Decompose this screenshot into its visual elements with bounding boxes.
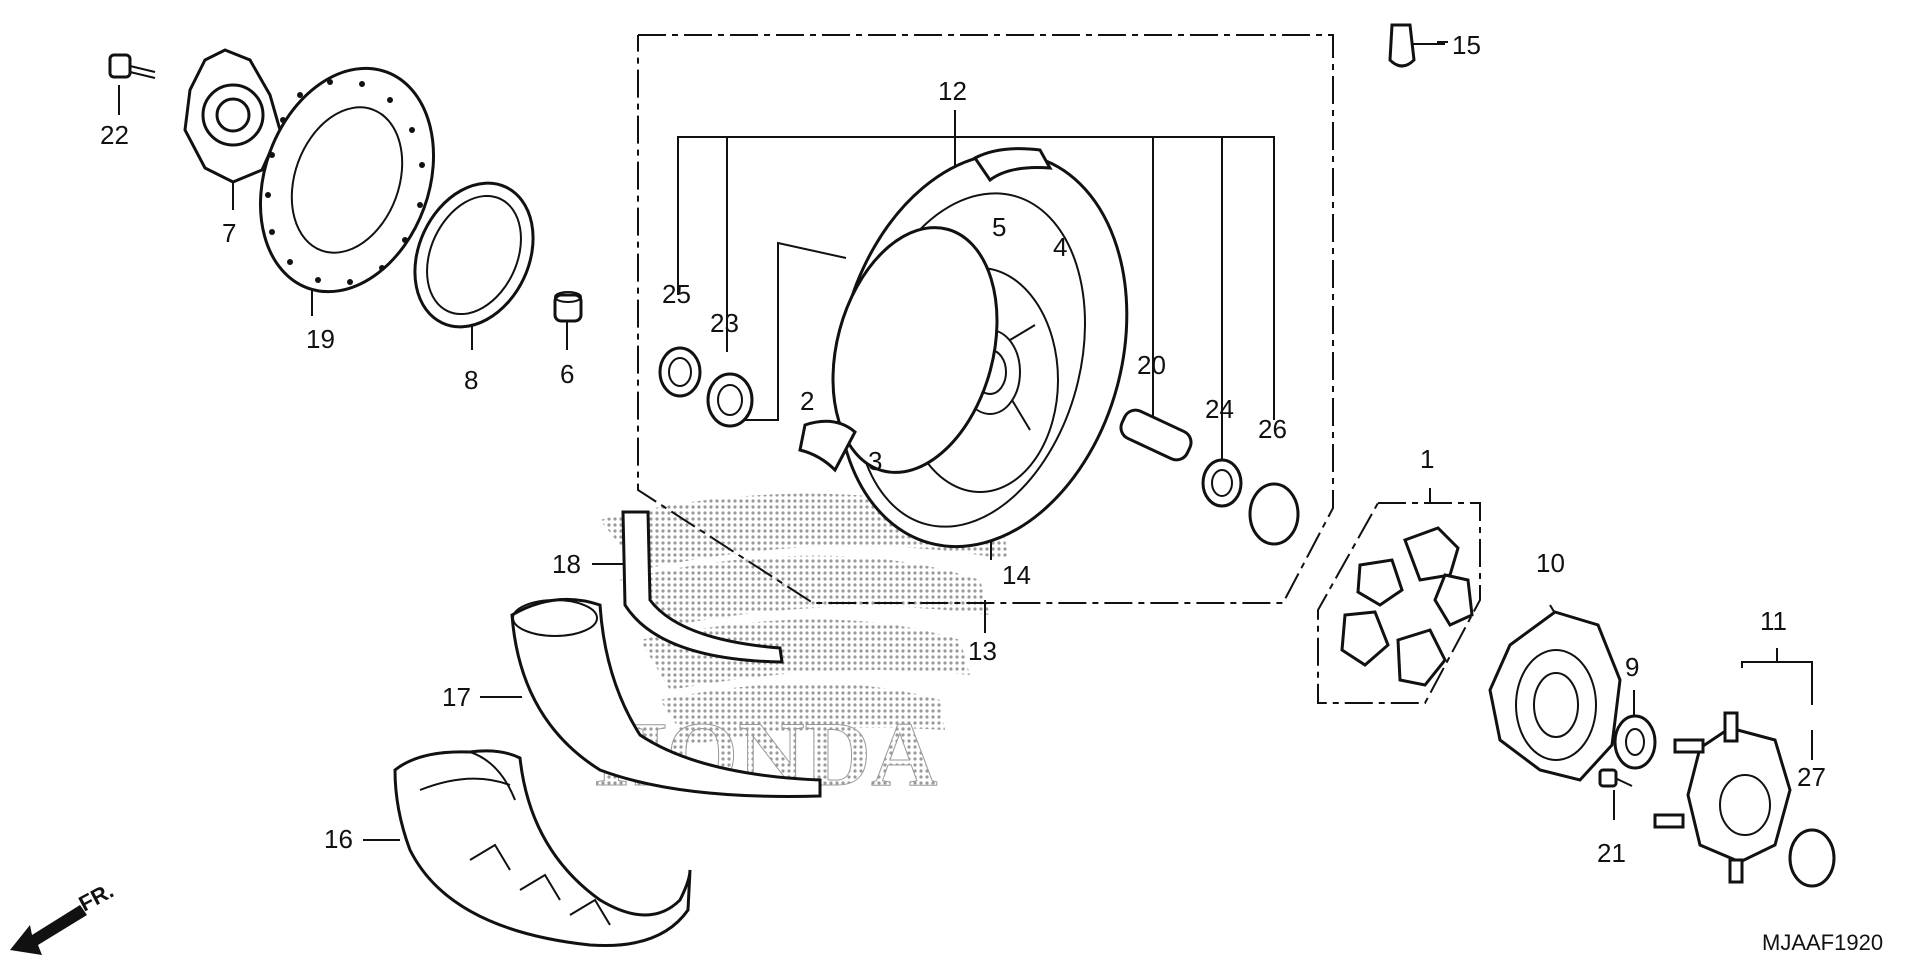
bearing-25	[658, 346, 702, 398]
leader-lines	[118, 41, 1813, 841]
o-ring-27	[1788, 828, 1836, 888]
brake-disc-19	[258, 66, 436, 294]
collar-6	[553, 291, 583, 323]
flange-7	[183, 48, 282, 184]
label-9: 9	[1625, 652, 1639, 682]
damper-rubber-1	[1340, 526, 1474, 687]
label-12: 12	[938, 76, 967, 106]
rim-band-lower	[798, 419, 857, 473]
label-24: 24	[1205, 394, 1234, 424]
bolt-22	[108, 53, 156, 79]
label-27: 27	[1797, 762, 1826, 792]
label-16: 16	[324, 824, 353, 854]
label-26: 26	[1258, 414, 1287, 444]
bearing-23	[706, 372, 754, 428]
valve-cap-15	[1388, 23, 1416, 68]
label-14: 14	[1002, 560, 1031, 590]
front-direction-arrow-icon	[10, 905, 87, 955]
o-ring-26	[1248, 482, 1300, 546]
label-10: 10	[1536, 548, 1565, 578]
bearing-24	[1201, 458, 1243, 508]
label-3: 3	[868, 446, 882, 476]
hub-assembly-11	[1653, 711, 1792, 884]
label-2: 2	[800, 386, 814, 416]
wheel-assembly-box	[637, 34, 1334, 604]
label-1: 1	[1420, 444, 1434, 474]
drive-plate-10	[1488, 610, 1622, 782]
label-22: 22	[100, 120, 129, 150]
tire-16	[393, 749, 692, 948]
label-23: 23	[710, 308, 739, 338]
label-15: 15	[1452, 30, 1481, 60]
label-13: 13	[968, 636, 997, 666]
label-8: 8	[464, 365, 478, 395]
washer-9	[1613, 714, 1657, 770]
rim-band	[972, 147, 1053, 183]
collar-20	[1119, 408, 1193, 462]
rim-strip-18	[621, 510, 784, 664]
bolt-21	[1598, 768, 1633, 788]
label-7: 7	[222, 218, 236, 248]
label-21: 21	[1597, 838, 1626, 868]
ring-8	[413, 181, 535, 329]
diagram-code: MJAAF1920	[1762, 930, 1883, 955]
label-5: 5	[992, 212, 1006, 242]
part-labels: 1 2 3 4 5 6 7 8 9 10 11 12 13 14 15 16 1…	[100, 30, 1826, 868]
label-11: 11	[1760, 606, 1787, 636]
label-18: 18	[552, 549, 581, 579]
damper-box	[1317, 502, 1481, 704]
inner-tube-17	[510, 597, 822, 798]
label-25: 25	[662, 279, 691, 309]
label-4: 4	[1053, 232, 1067, 262]
label-6: 6	[560, 359, 574, 389]
label-20: 20	[1137, 350, 1166, 380]
label-17: 17	[442, 682, 471, 712]
wheel-disc-12	[831, 226, 999, 474]
label-19: 19	[306, 324, 335, 354]
